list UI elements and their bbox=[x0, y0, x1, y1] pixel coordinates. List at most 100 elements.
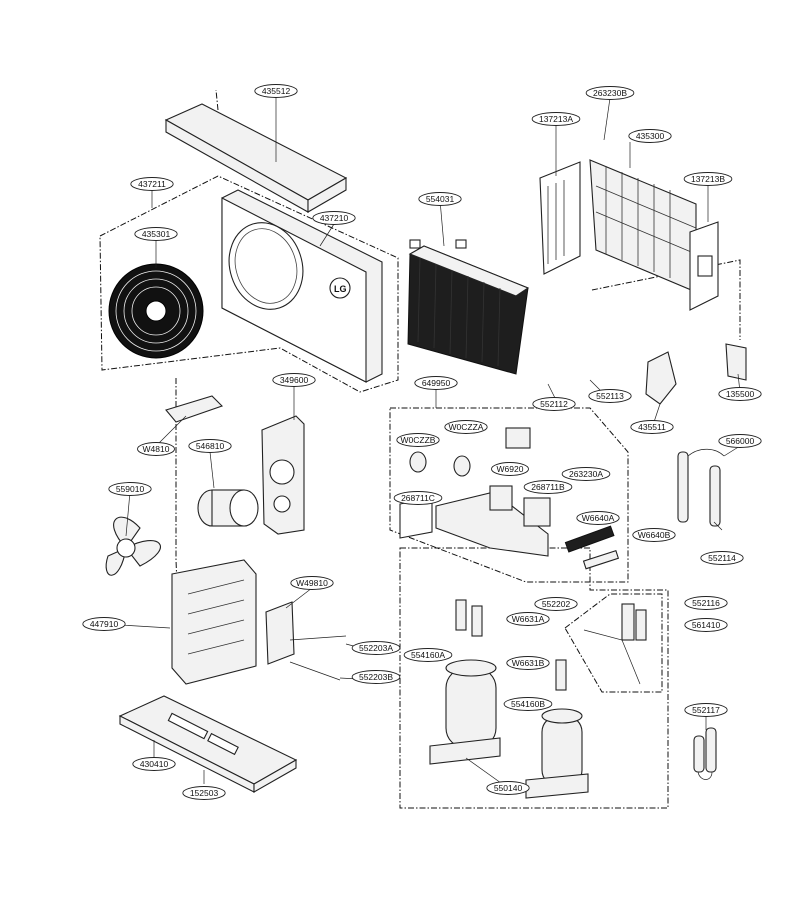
callout-w6631a: W6631A bbox=[506, 612, 550, 626]
callout-435511: 435511 bbox=[630, 420, 674, 434]
callout-349600: 349600 bbox=[272, 373, 316, 387]
callout-137213a: 137213A bbox=[531, 112, 581, 126]
callout-437211: 437211 bbox=[130, 177, 174, 191]
callout-263230b: 263230B bbox=[585, 86, 635, 100]
callout-oval bbox=[491, 462, 529, 476]
callout-text: 349600 bbox=[280, 375, 309, 385]
callout-text: W6640B bbox=[638, 530, 671, 540]
callout-oval bbox=[290, 576, 334, 590]
callout-oval bbox=[182, 786, 226, 800]
callout-oval bbox=[312, 211, 356, 225]
callout-435512: 435512 bbox=[254, 84, 298, 98]
callout-text: W49810 bbox=[296, 578, 328, 588]
callout-552113: 552113 bbox=[588, 389, 632, 403]
callout-text: 268711B bbox=[531, 482, 565, 492]
callout-268711b: 268711B bbox=[523, 480, 573, 494]
callout-text: 550140 bbox=[494, 783, 523, 793]
callout-135500: 135500 bbox=[718, 387, 762, 401]
callout-oval bbox=[718, 387, 762, 401]
fan-grille-part bbox=[108, 263, 204, 359]
callout-566000: 566000 bbox=[718, 434, 762, 448]
callout-w0czzb: W0CZZB bbox=[396, 433, 440, 447]
callout-w6640b: W6640B bbox=[632, 528, 676, 542]
callout-w49810: W49810 bbox=[290, 576, 334, 590]
propeller-fan-part bbox=[105, 516, 161, 576]
callout-text: 554160B bbox=[511, 699, 545, 709]
callout-text: 152503 bbox=[190, 788, 219, 798]
callout-oval bbox=[534, 597, 578, 611]
callout-text: 135500 bbox=[726, 389, 755, 399]
callout-oval bbox=[523, 480, 573, 494]
front-panel-group-outline bbox=[99, 175, 399, 393]
callout-w6640a: W6640A bbox=[576, 511, 620, 525]
callout-w6920: W6920 bbox=[491, 462, 529, 476]
callout-137213b: 137213B bbox=[683, 172, 733, 186]
callout-oval bbox=[254, 84, 298, 98]
callout-text: 447910 bbox=[90, 619, 119, 629]
callout-552202: 552202 bbox=[534, 597, 578, 611]
callout-w6631b: W6631B bbox=[506, 656, 550, 670]
callout-oval bbox=[503, 697, 553, 711]
callout-oval bbox=[628, 129, 672, 143]
callout-oval bbox=[585, 86, 635, 100]
callout-oval bbox=[130, 177, 174, 191]
callout-263230a: 263230A bbox=[561, 467, 611, 481]
callout-text: 552203A bbox=[359, 643, 393, 653]
callout-552114: 552114 bbox=[700, 551, 744, 565]
callout-559010: 559010 bbox=[108, 482, 152, 496]
base-pan-part bbox=[118, 695, 298, 793]
condenser-coil-part bbox=[407, 239, 530, 375]
callout-437210: 437210 bbox=[312, 211, 356, 225]
accumulator-part bbox=[693, 727, 717, 780]
callout-text: 552203B bbox=[359, 672, 393, 682]
callout-text: 552116 bbox=[692, 598, 720, 608]
control-box-group-outline bbox=[389, 407, 629, 583]
front-panel-part: LG bbox=[221, 189, 383, 383]
callout-text: 437210 bbox=[320, 213, 349, 223]
fan-motor-part bbox=[197, 489, 259, 527]
callout-text: 137213B bbox=[691, 174, 725, 184]
callout-text: 435512 bbox=[262, 86, 291, 96]
callout-oval bbox=[531, 112, 581, 126]
callout-oval bbox=[700, 551, 744, 565]
callout-649950: 649950 bbox=[414, 376, 458, 390]
callout-oval bbox=[351, 670, 401, 684]
callout-oval bbox=[684, 618, 728, 632]
callout-268711c: 268711C bbox=[393, 491, 443, 505]
callout-oval bbox=[506, 612, 550, 626]
callout-552203b: 552203B bbox=[351, 670, 401, 684]
callout-552203a: 552203A bbox=[351, 641, 401, 655]
callout-text: W6631B bbox=[512, 658, 545, 668]
callout-text: 552114 bbox=[708, 553, 736, 563]
callout-text: 554031 bbox=[426, 194, 455, 204]
callout-oval bbox=[132, 757, 176, 771]
callout-oval bbox=[630, 420, 674, 434]
callout-435300: 435300 bbox=[628, 129, 672, 143]
callout-552117: 552117 bbox=[684, 703, 728, 717]
callout-oval bbox=[718, 434, 762, 448]
callout-oval bbox=[393, 491, 443, 505]
callout-oval bbox=[486, 781, 530, 795]
callout-oval bbox=[532, 397, 576, 411]
callout-oval bbox=[683, 172, 733, 186]
callout-text: W6631A bbox=[512, 614, 545, 624]
callout-text: 559010 bbox=[116, 484, 145, 494]
valve-assembly-part bbox=[583, 603, 647, 685]
callout-w0czza: W0CZZA bbox=[444, 420, 488, 434]
callout-oval bbox=[396, 433, 440, 447]
callout-oval bbox=[684, 703, 728, 717]
callout-text: 435511 bbox=[638, 422, 666, 432]
callout-text: 437211 bbox=[138, 179, 166, 189]
callout-oval bbox=[82, 617, 126, 631]
callout-text: 552112 bbox=[540, 399, 568, 409]
callout-554160a: 554160A bbox=[403, 648, 453, 662]
hose-assembly-part bbox=[677, 448, 725, 527]
bracket-w4810-part bbox=[165, 395, 224, 423]
callout-text: W4810 bbox=[143, 444, 170, 454]
callout-text: 552202 bbox=[542, 599, 571, 609]
callout-text: 552117 bbox=[692, 705, 720, 715]
callout-oval bbox=[351, 641, 401, 655]
callout-oval bbox=[588, 389, 632, 403]
